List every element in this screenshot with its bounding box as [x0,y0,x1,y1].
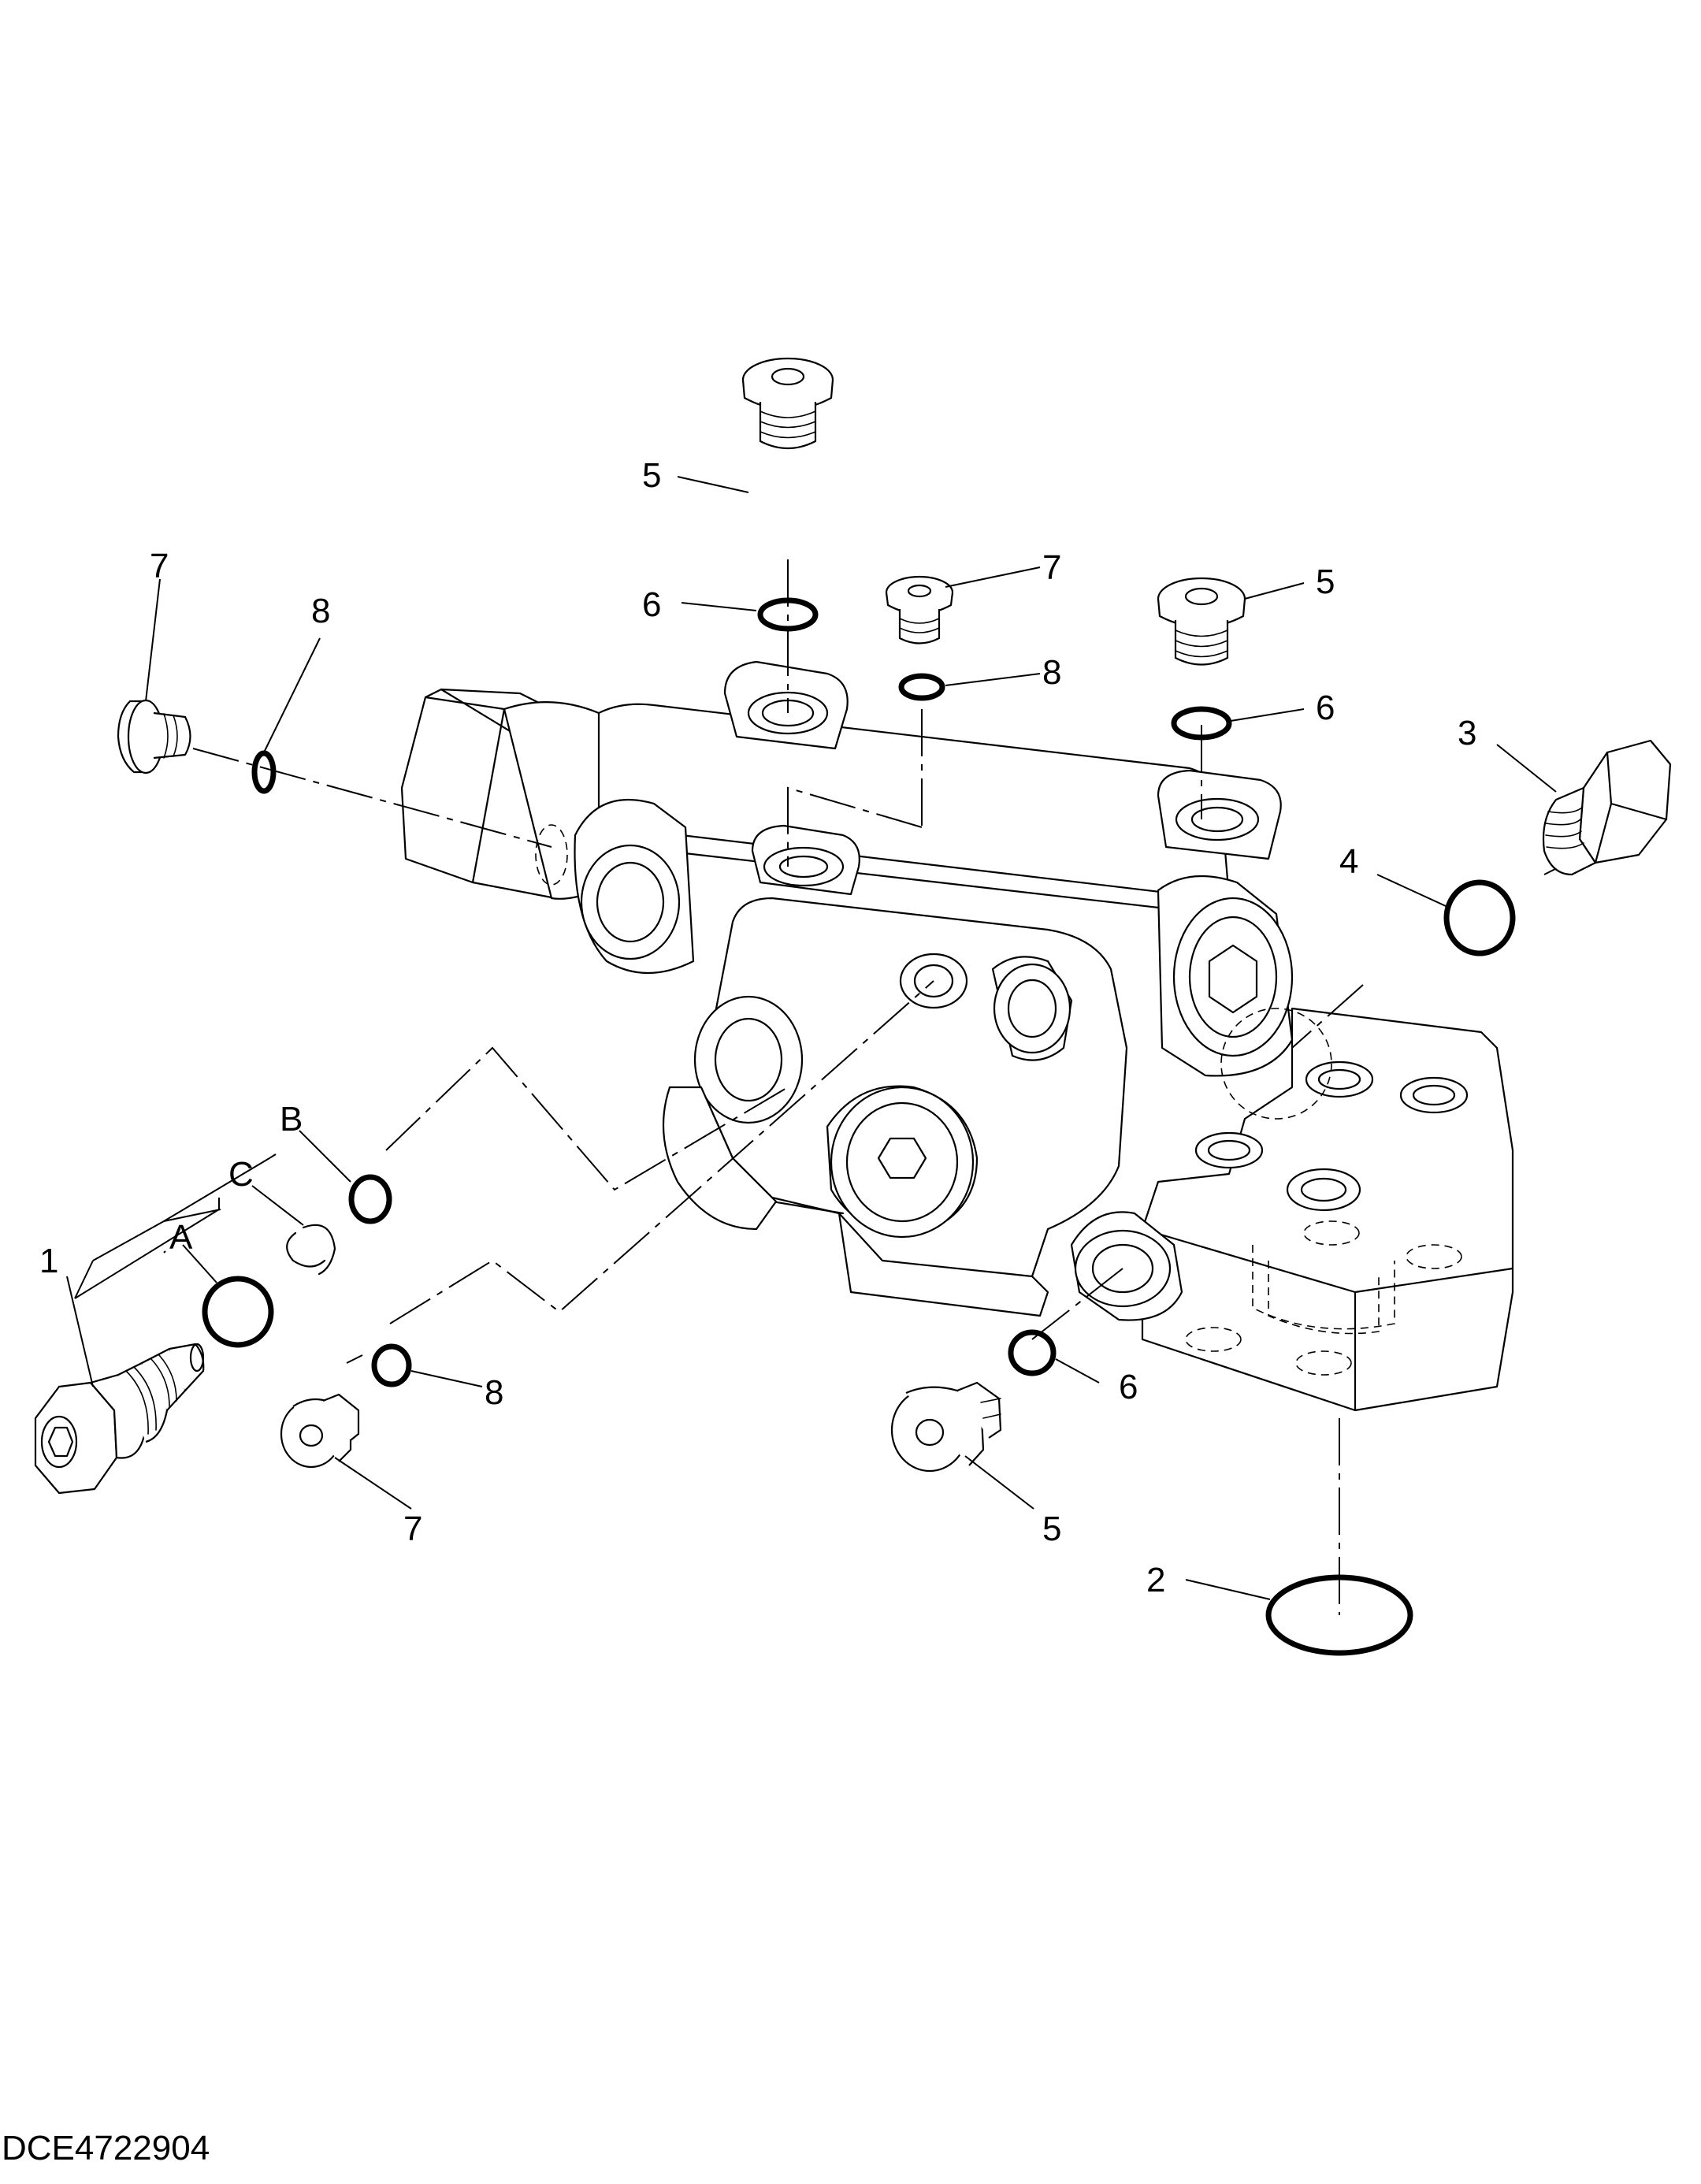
callout-c: C [228,1155,254,1194]
callout-6-top: 6 [642,585,661,624]
plug-7-left [117,699,191,774]
backup-ring-c [286,1224,336,1276]
callout-6-bottom: 6 [1119,1368,1138,1406]
o-ring-8-left [251,750,277,794]
valve-body [400,660,1514,1412]
o-ring-a [202,1276,274,1348]
o-ring-8-top [898,673,945,701]
plug-7-bottom [280,1393,360,1469]
callout-5-top: 5 [642,456,661,495]
assembly-center-lines [192,559,1600,1615]
callout-2: 2 [1146,1561,1165,1599]
callout-a: A [169,1218,193,1257]
callout-3: 3 [1458,714,1476,752]
callout-labels: 5 6 7 8 5 6 3 4 7 8 B C A 1 8 7 6 5 2 [39,456,1476,1599]
drawing-id-label: DCE4722904 [2,2129,210,2167]
callout-5-right: 5 [1316,563,1335,601]
o-ring-6-right [1171,706,1232,741]
kit-bracket [74,1153,277,1299]
callout-7-left: 7 [150,547,169,585]
o-ring-2 [1265,1574,1413,1656]
callout-5-bottom: 5 [1042,1510,1061,1548]
o-ring-4 [1443,879,1516,956]
leader-lines [66,476,1557,1600]
plug-5-right [1157,577,1246,666]
o-ring-6-top [757,597,819,632]
callout-8-top: 8 [1042,653,1061,692]
plug-7-top [885,575,954,644]
o-ring-6-bottom [1008,1329,1057,1376]
callout-1: 1 [39,1242,58,1280]
callout-7-bottom: 7 [403,1510,422,1548]
callout-8-left: 8 [311,592,330,630]
callout-7-top: 7 [1042,548,1061,587]
callout-6-right: 6 [1316,689,1335,727]
plug-5-top [741,357,834,449]
o-rings [202,597,1516,1656]
o-ring-b [348,1174,392,1224]
part-1-valve-cartridge [34,1343,205,1495]
callout-4: 4 [1339,842,1358,881]
o-ring-8-bottom [371,1343,412,1387]
plug-3-hex [1542,739,1672,876]
callout-8-bottom: 8 [485,1373,503,1412]
plug-5-bottom [890,1381,1002,1473]
callout-b: B [280,1100,303,1138]
